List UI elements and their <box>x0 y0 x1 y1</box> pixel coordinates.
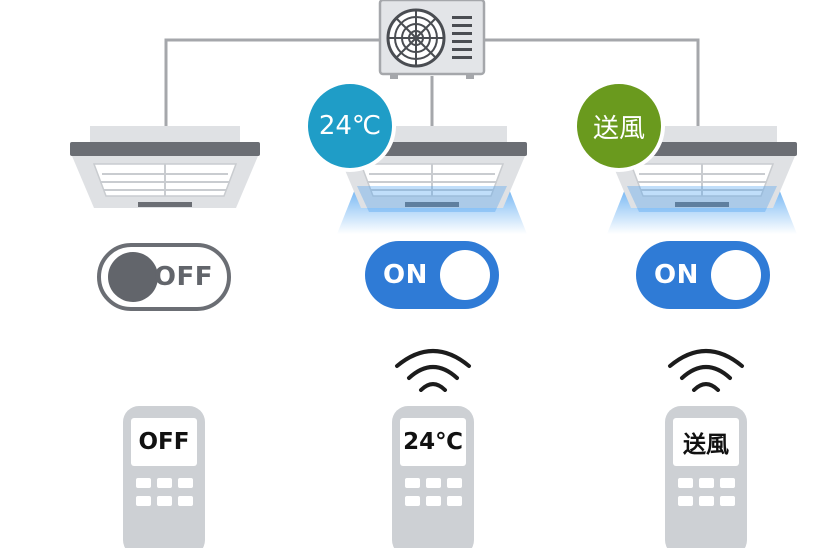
toggle-label: OFF <box>153 262 213 292</box>
toggle-knob <box>440 250 490 300</box>
wireless-signal-icon <box>668 349 744 392</box>
temperature-badge: 24℃ <box>304 80 396 172</box>
wireless-signal-icon <box>395 349 471 392</box>
power-toggle-unit-2[interactable]: ON <box>365 241 499 309</box>
power-toggle-unit-1[interactable]: OFF <box>97 243 231 311</box>
remote-display-3: 送風 <box>673 418 739 466</box>
toggle-label: ON <box>654 260 699 290</box>
indoor-unit-1 <box>70 126 260 208</box>
toggle-knob <box>108 252 158 302</box>
fan-mode-badge: 送風 <box>573 80 665 172</box>
toggle-knob <box>711 250 761 300</box>
outdoor-unit-icon <box>378 0 486 79</box>
remote-display-1: OFF <box>131 418 197 466</box>
remote-display-2: 24℃ <box>400 418 466 466</box>
toggle-label: ON <box>383 260 428 290</box>
power-toggle-unit-3[interactable]: ON <box>636 241 770 309</box>
